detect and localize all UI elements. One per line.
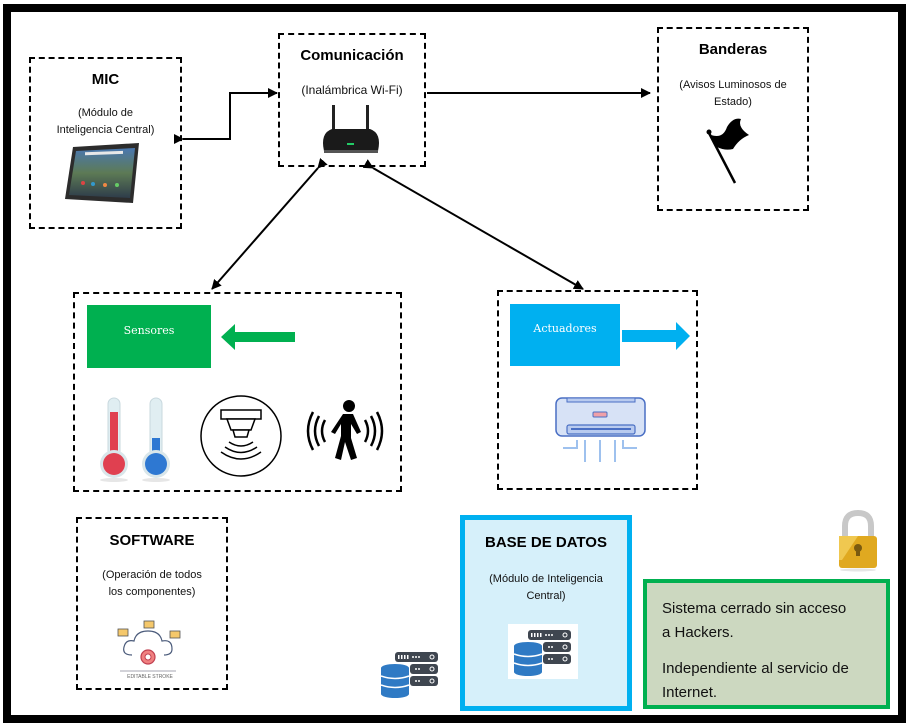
flag-icon — [706, 118, 749, 184]
left-arrow-icon — [221, 324, 295, 350]
base-datos-subtitle-2: Central) — [526, 590, 566, 602]
database-server-icon — [513, 630, 571, 676]
mic-subtitle-1: (Módulo de — [77, 107, 134, 119]
banderas-box: Banderas (Avisos Luminosos de Estado) — [657, 27, 809, 211]
database-server-icon — [380, 652, 438, 698]
wifi-router-icon — [323, 105, 379, 153]
thermometer-cold-icon — [142, 397, 170, 482]
comunicacion-box: Comunicación (Inalámbrica Wi-Fi) — [278, 33, 426, 167]
comunicacion-title: Comunicación — [300, 47, 404, 64]
base-datos-subtitle-1: (Módulo de Inteligencia — [489, 573, 603, 585]
padlock-icon — [839, 510, 877, 572]
software-box: SOFTWARE (Operación de todos los compone… — [76, 517, 228, 690]
security-note-box: Sistema cerrado sin acceso a Hackers. In… — [643, 579, 890, 709]
actuadores-label: Actuadores — [510, 304, 620, 366]
tablet-icon — [65, 143, 139, 203]
base-datos-box: BASE DE DATOS (Módulo de Inteligencia Ce… — [460, 515, 632, 711]
motion-sensor-icon — [306, 400, 384, 460]
smoke-detector-icon — [200, 395, 282, 477]
thermometer-hot-icon — [100, 397, 128, 482]
software-subtitle-1: (Operación de todos — [102, 569, 202, 581]
air-conditioner-icon — [555, 397, 646, 462]
mic-box: MIC (Módulo de Inteligencia Central) — [29, 57, 182, 229]
software-subtitle-2: los componentes) — [108, 586, 196, 598]
mic-title: MIC — [91, 71, 120, 88]
sensores-box: Sensores — [73, 292, 402, 492]
banderas-title: Banderas — [698, 41, 768, 58]
right-arrow-icon — [622, 322, 690, 350]
security-note-line-1: Sistema cerrado sin acceso — [662, 600, 847, 617]
cloud-gear-icon — [117, 620, 181, 672]
mic-subtitle-2: Inteligencia Central) — [56, 124, 155, 136]
database-icon-tile — [508, 624, 578, 679]
security-note-line-3: Independiente al servicio de — [662, 660, 849, 677]
comunicacion-subtitle: (Inalámbrica Wi-Fi) — [301, 83, 403, 97]
banderas-subtitle-1: (Avisos Luminosos de — [679, 79, 787, 91]
software-icon-caption: EDITABLE STROKE — [127, 674, 173, 680]
software-title: SOFTWARE — [109, 532, 195, 549]
sensores-label: Sensores — [87, 305, 211, 368]
banderas-subtitle-2: Estado) — [714, 96, 752, 108]
security-note-line-2: a Hackers. — [662, 624, 734, 641]
security-note-line-4: Internet. — [662, 684, 718, 701]
base-datos-title: BASE DE DATOS — [485, 534, 607, 551]
actuadores-box: Actuadores — [497, 290, 698, 490]
